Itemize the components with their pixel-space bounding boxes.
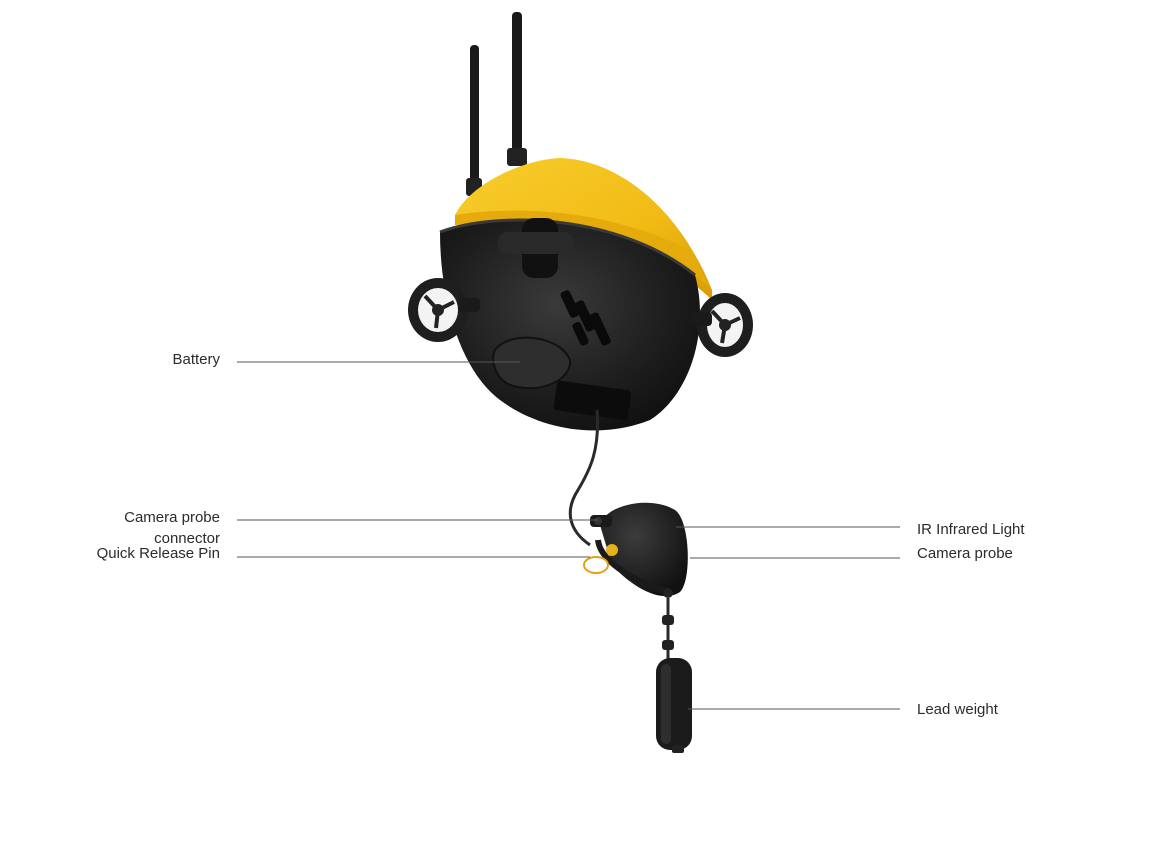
antenna-left <box>466 45 482 196</box>
camera-probe-connector-label-line1: Camera probe <box>124 509 220 526</box>
battery-hatch <box>492 336 572 390</box>
thruster-left <box>408 278 480 342</box>
ir-infrared-light-label: IR Infrared Light <box>917 521 1025 538</box>
camera-probe-assembly <box>583 502 688 598</box>
thruster-right <box>690 293 753 357</box>
quick-release-pin-label: Quick Release Pin <box>96 545 220 562</box>
tether-cable <box>568 409 600 547</box>
camera-probe-label: Camera probe <box>917 545 1013 562</box>
antenna-right <box>507 12 527 166</box>
black-body <box>439 218 700 431</box>
lead-weight-label: Lead weight <box>917 701 998 718</box>
battery-label: Battery <box>172 351 220 368</box>
camera-probe-connector-label-line2: connector <box>154 530 220 547</box>
lead-weight <box>656 615 692 753</box>
